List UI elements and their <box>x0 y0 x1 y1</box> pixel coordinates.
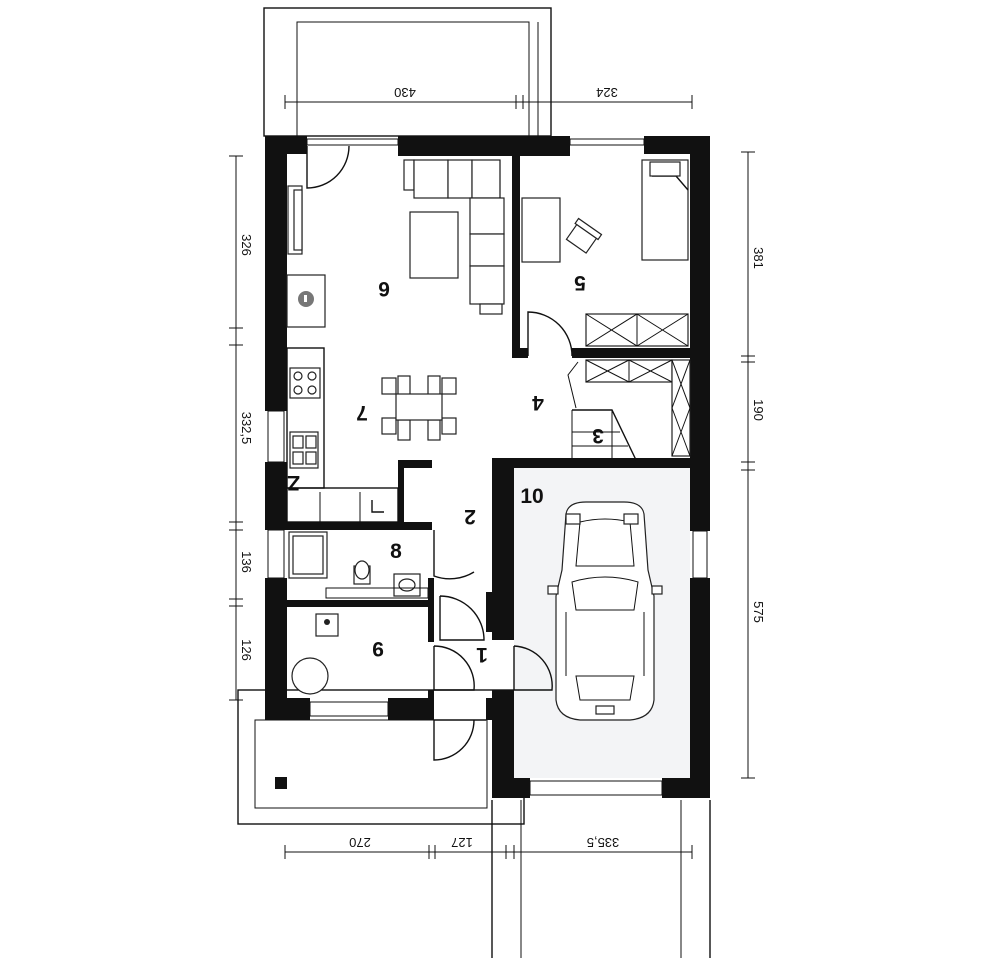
room-number-4: 4 <box>532 391 544 414</box>
dim-bottom-mid: 127 <box>451 835 473 850</box>
stove-icon <box>289 367 321 399</box>
room-number-8: 8 <box>390 540 402 563</box>
washbasin-icon <box>393 573 421 597</box>
dim-right-3: 575 <box>751 601 766 623</box>
sofa-icon <box>403 159 505 315</box>
sink-mark: Z <box>287 471 300 494</box>
room-number-5: 5 <box>574 271 586 294</box>
dim-left-4: 126 <box>239 639 254 661</box>
terrace-top <box>263 7 552 137</box>
bed-icon <box>641 159 689 261</box>
chair-icon <box>565 217 603 254</box>
room-number-3: 3 <box>592 424 604 447</box>
dim-top-right: 324 <box>596 85 618 100</box>
fireplace-icon <box>286 274 326 328</box>
room-number-7: 7 <box>356 401 368 424</box>
room-number-9: 9 <box>372 637 384 660</box>
hall-wardrobe-icon <box>585 359 691 457</box>
room-number-1: 1 <box>476 643 488 666</box>
boiler-icon <box>315 613 339 637</box>
doors <box>306 145 579 761</box>
dim-left-3: 136 <box>239 551 254 573</box>
shower-icon <box>288 531 328 579</box>
coffee-table-icon <box>409 211 459 279</box>
room-number-10: 10 <box>520 485 543 508</box>
dim-left-2: 332,5 <box>239 412 254 445</box>
windows <box>267 138 708 796</box>
room-number-6: 6 <box>378 277 390 300</box>
interior-walls <box>287 156 690 720</box>
dim-right-2: 190 <box>751 399 766 421</box>
dim-right-1: 381 <box>751 247 766 269</box>
desk-icon <box>521 197 561 263</box>
kitchen-counter <box>286 347 399 523</box>
dimension-lines <box>229 95 755 859</box>
bath-counter <box>325 587 429 599</box>
entrance-porch <box>237 689 525 825</box>
dim-left-1: 326 <box>239 234 254 256</box>
wardrobe-icon <box>585 313 689 347</box>
sink-icon <box>289 431 319 469</box>
tv-unit-icon <box>287 185 303 255</box>
exterior-walls <box>265 136 710 798</box>
driveway <box>491 800 711 958</box>
car-icon <box>547 501 663 721</box>
room-number-2: 2 <box>464 505 476 528</box>
dining-table-icon <box>381 375 457 441</box>
dim-bottom-left: 270 <box>349 835 371 850</box>
staircase-icon <box>571 409 637 461</box>
dim-top-left: 430 <box>394 85 416 100</box>
toilet-icon <box>353 560 371 585</box>
dim-bottom-right: 335,5 <box>587 835 620 850</box>
washing-machine-icon <box>291 657 329 695</box>
